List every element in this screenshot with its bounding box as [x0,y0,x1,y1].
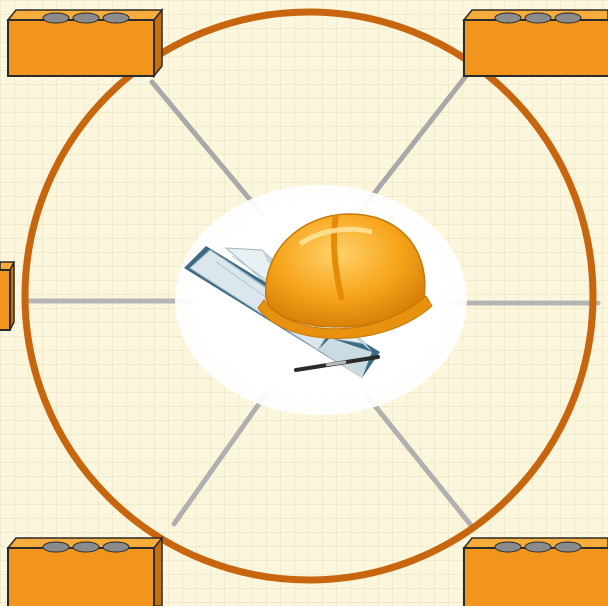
brick-top-left [8,10,162,76]
brick-stud [525,13,551,23]
brick-bottom-left [8,538,162,606]
brick-stud [103,542,129,552]
brick-stud [73,13,99,23]
brick-bottom-right [464,538,608,606]
brick-stud [43,542,69,552]
brick-stud [555,13,581,23]
brick-stud [495,13,521,23]
central-hub [175,185,467,415]
brick-stud [525,542,551,552]
brick-top-right [464,10,608,76]
brick-stud [103,13,129,23]
brick-stud [43,13,69,23]
brick-stud [495,542,521,552]
brick-stud [555,542,581,552]
brick-left [0,262,14,330]
brick-stud [73,542,99,552]
